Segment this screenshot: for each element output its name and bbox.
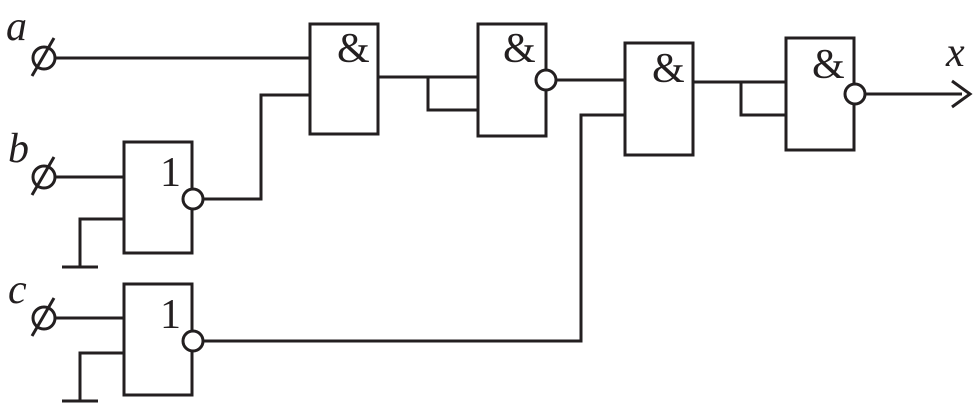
- inversion-bubble: [181, 329, 205, 353]
- gate-not-c: 1: [122, 282, 205, 397]
- gate-symbol: &: [503, 26, 536, 72]
- wire-notc-to-and3: [204, 113, 625, 343]
- gate-nand-4: &: [784, 36, 867, 152]
- wire-and1-to-nand2: [378, 75, 478, 112]
- inversion-bubble: [534, 68, 558, 92]
- gate-symbol: 1: [160, 292, 181, 338]
- wires: [55, 56, 973, 403]
- input-terminal-b: [30, 156, 57, 196]
- gate-and-1: &: [308, 22, 380, 136]
- gate-symbol: &: [812, 42, 845, 88]
- inversion-bubble: [843, 82, 867, 106]
- gate-symbol: 1: [160, 150, 181, 196]
- wire-notb-ground: [78, 217, 124, 267]
- input-label-a: a: [6, 4, 27, 50]
- gate-nand-2: &: [476, 22, 558, 138]
- input-terminal-a: [30, 37, 57, 77]
- wire-and3-to-nand4: [693, 80, 786, 117]
- wire-notb-to-and1: [204, 93, 310, 201]
- gate-symbol: &: [337, 26, 370, 72]
- gate-not-b: 1: [122, 140, 205, 255]
- output-arrow: [951, 79, 973, 109]
- output-label-x: x: [945, 30, 965, 76]
- gate-and-3: &: [623, 41, 695, 157]
- gate-symbol: &: [652, 46, 685, 92]
- input-label-b: b: [8, 126, 29, 172]
- input-label-c: c: [8, 267, 27, 313]
- input-terminal-c: [30, 297, 57, 337]
- inversion-bubble: [181, 187, 205, 211]
- wire-notc-ground: [78, 351, 124, 401]
